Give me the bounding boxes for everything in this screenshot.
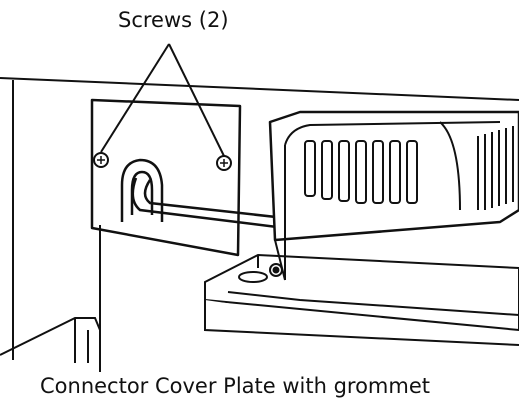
- pump-motor-cover: [268, 110, 519, 281]
- screw-left: [93, 152, 109, 168]
- screws-callout: Screws (2): [118, 8, 229, 32]
- grommet: [120, 158, 164, 222]
- screw-right: [216, 155, 232, 171]
- motor-vents: [304, 140, 418, 204]
- callout-leaders: [99, 43, 225, 372]
- power-cable: [131, 177, 286, 230]
- cabinet-panel: [0, 77, 519, 363]
- connector-cover-plate: [90, 98, 242, 257]
- side-vents: [477, 126, 514, 210]
- pump-tank: [204, 253, 519, 346]
- cover-plate-callout: Connector Cover Plate with grommet: [40, 374, 430, 398]
